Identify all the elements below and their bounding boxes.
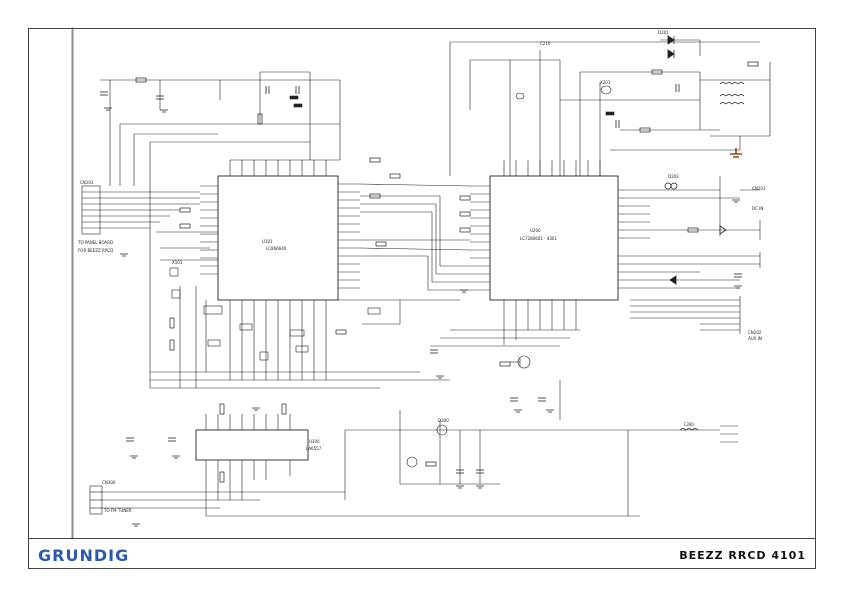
small-components (156, 231, 401, 388)
ground-symbols (104, 107, 742, 527)
label-q300: Q300 (438, 418, 449, 423)
label-u300-part: LA6557 (306, 446, 322, 451)
label-cn300-ref: CN300 (102, 480, 116, 485)
label-d201: D201 (658, 30, 669, 35)
label-cn202-ref: CN202 (748, 330, 762, 335)
label-cn101-sub: FOR BEEZZ RRCD (78, 248, 113, 253)
power-rail-top-left (100, 71, 341, 388)
drawing-frame (28, 28, 816, 569)
u200-pins (470, 160, 650, 330)
top-right-circuit (449, 39, 771, 176)
crystal-x201 (600, 85, 612, 95)
label-c210: C210 (540, 41, 551, 46)
title-block-divider (28, 538, 816, 539)
label-u200-ref: U200 (530, 228, 541, 233)
label-cn201-note: DC IN (752, 206, 763, 211)
bottom-fanout (150, 318, 580, 389)
label-l300: L300 (684, 422, 694, 427)
label-x201: X201 (600, 80, 611, 85)
u101-pins-right (338, 183, 360, 289)
transformer (719, 82, 745, 105)
label-cn202-note: AUX IN (748, 336, 762, 341)
ic-u101 (217, 175, 339, 301)
brand-logo: GRUNDIG (38, 546, 130, 565)
right-side-lines (630, 176, 761, 334)
ic-u300 (195, 429, 309, 461)
transistor-q300 (436, 424, 448, 436)
bus-lines-center (338, 183, 471, 301)
label-cn300-note: TO FM TUNER (103, 508, 132, 513)
label-u300-ref: U300 (309, 439, 320, 444)
u101-pins-left (200, 185, 218, 275)
label-d202: D202 (668, 174, 679, 179)
lower-power-section (344, 380, 738, 516)
label-cn101-note: TO PANEL BOARD (77, 240, 113, 245)
ground-symbol-accent (730, 148, 742, 158)
label-u101-part: LC866640 (266, 246, 287, 251)
label-u200-part: LC7280601 - 4301 (520, 236, 557, 241)
diodes (664, 35, 727, 285)
label-cn201-ref: CN201 (752, 186, 766, 191)
label-u101-ref: U101 (262, 239, 273, 244)
resistors (135, 61, 759, 483)
model-title: BEEZZ RRCD 4101 (679, 549, 806, 562)
label-x101: X101 (172, 260, 183, 265)
capacitors (100, 84, 742, 474)
label-cn101-ref: CN101 (80, 180, 94, 185)
